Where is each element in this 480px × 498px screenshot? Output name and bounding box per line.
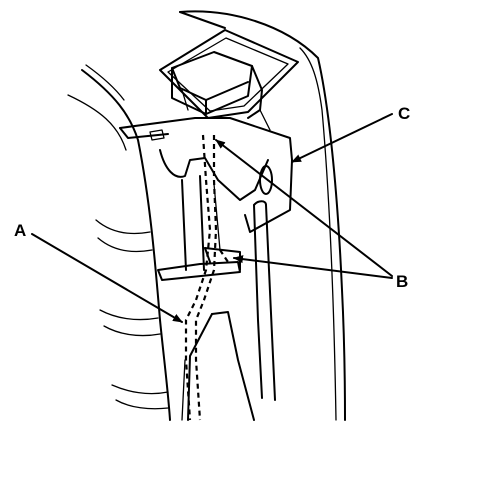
- label-c: C: [398, 104, 410, 123]
- lower-guide: [157, 247, 255, 421]
- bracket: [119, 117, 293, 233]
- seat-back-shell: [179, 10, 346, 421]
- guide-channel: [181, 175, 276, 401]
- label-a: A: [14, 221, 26, 240]
- label-b: B: [396, 272, 408, 291]
- leader-c: [291, 113, 393, 163]
- seat-belt: [184, 134, 229, 421]
- bracket-hole: [259, 165, 273, 195]
- latch-housing: [159, 29, 299, 131]
- leader-b-upper: [215, 139, 393, 277]
- leader-a: [31, 233, 183, 323]
- leader-lines: [31, 113, 393, 323]
- seat-upholstery: [67, 64, 171, 421]
- leader-b-lower: [233, 255, 393, 279]
